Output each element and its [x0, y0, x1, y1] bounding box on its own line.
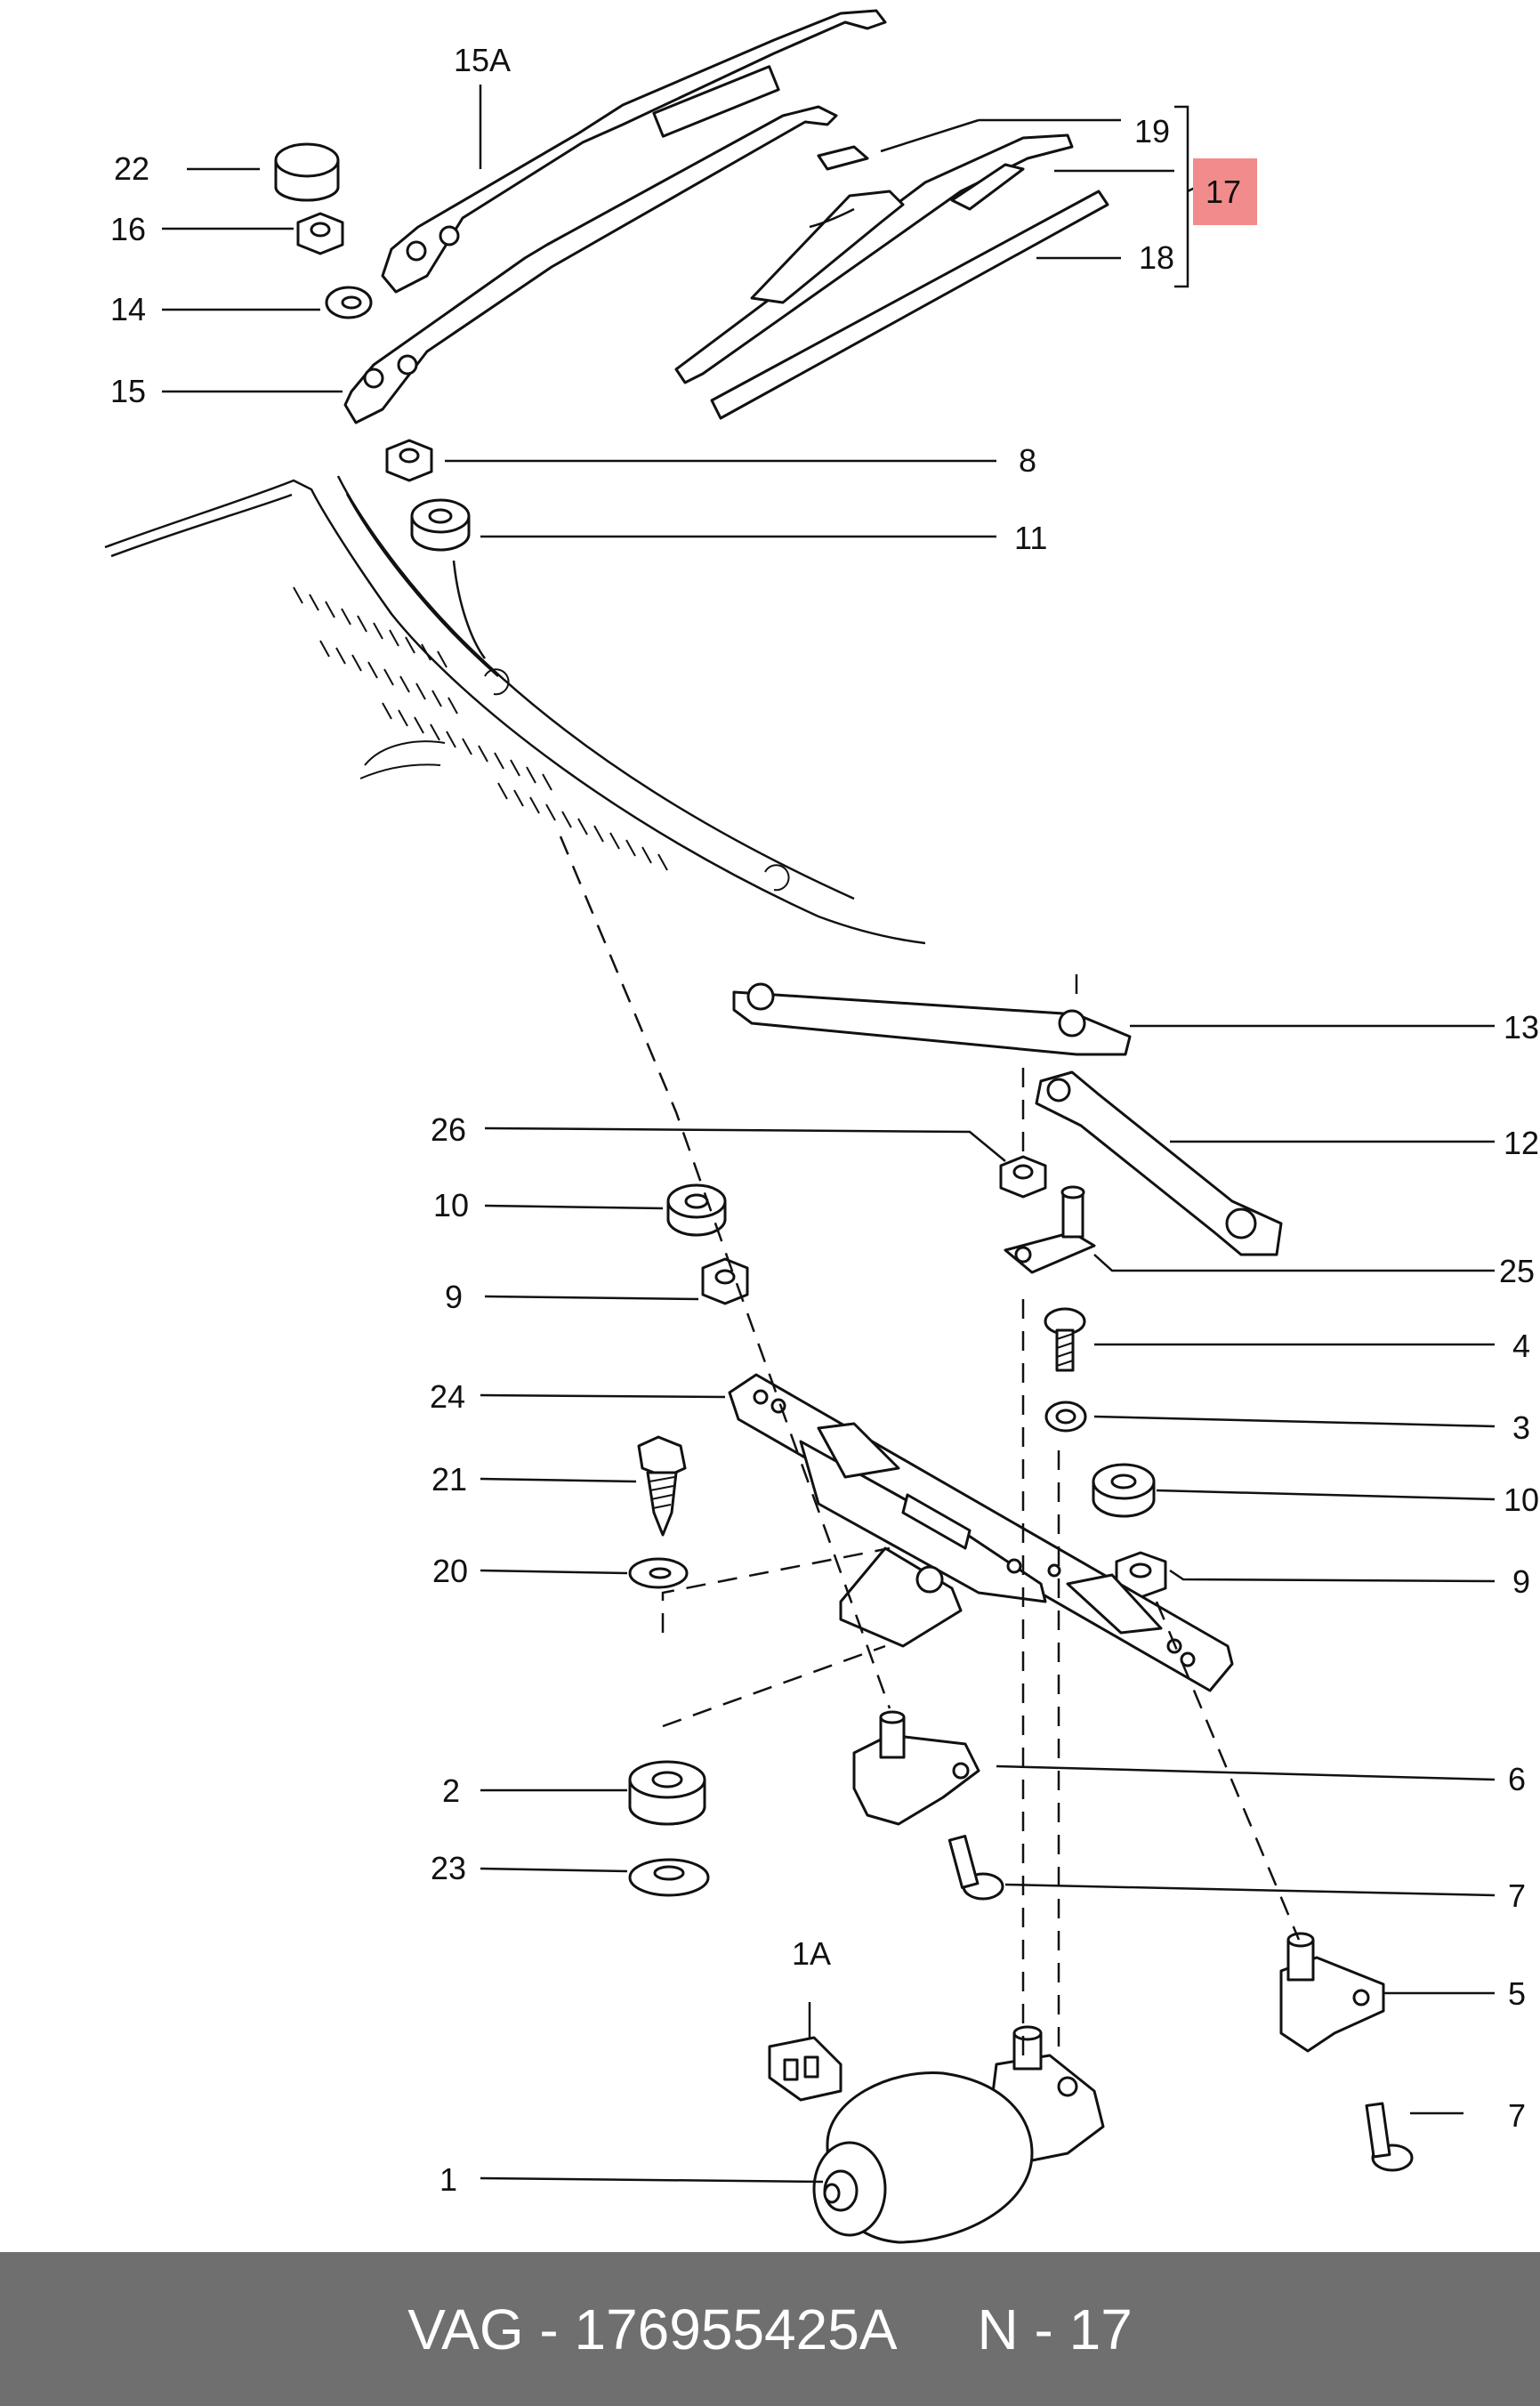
- callout-23: 23: [431, 1850, 466, 1886]
- callout-10b: 10: [1504, 1482, 1539, 1518]
- nut-9-left: [701, 1257, 749, 1305]
- callout-10a: 10: [433, 1187, 469, 1223]
- callout-7a: 7: [1508, 1877, 1526, 1914]
- callout-12: 12: [1504, 1125, 1539, 1161]
- cowl-grille: [293, 586, 668, 871]
- nut-26: [999, 1155, 1047, 1199]
- linkage-13: [732, 982, 1132, 1056]
- footer-part-number: VAG - 176955425A: [407, 2297, 898, 2362]
- callout-17: 17: [1205, 174, 1241, 210]
- callout-1A: 1A: [792, 1935, 831, 1972]
- wiper-arm-15: [343, 105, 838, 424]
- wiper-parts-diagram: 15A 22 16 14 15 19 17 18 8 11 13 26 12 1…: [104, 9, 1539, 2244]
- grommet-11: [410, 498, 471, 552]
- cap-22: [274, 142, 340, 202]
- washer-20: [628, 1557, 689, 1589]
- wiper-arm-15a: [381, 9, 887, 294]
- callout-3: 3: [1512, 1409, 1530, 1446]
- callout-4: 4: [1512, 1328, 1530, 1364]
- spring-washer-3: [1044, 1401, 1087, 1433]
- callout-15: 15: [110, 373, 146, 409]
- blade-clip-19: [817, 145, 869, 171]
- callout-9b: 9: [1512, 1563, 1530, 1600]
- screw-7-lower: [1365, 2102, 1414, 2172]
- callout-9a: 9: [445, 1279, 463, 1315]
- screw-7-upper: [947, 1835, 1004, 1901]
- nut-16: [296, 212, 344, 255]
- linkage-12: [1035, 1070, 1283, 1256]
- callout-7b: 7: [1508, 2097, 1526, 2134]
- callout-11: 11: [1014, 520, 1047, 556]
- footer-bar: VAG - 176955425A N - 17: [0, 2252, 1540, 2406]
- callout-13: 13: [1504, 1009, 1539, 1046]
- callout-8: 8: [1019, 442, 1036, 479]
- callout-19: 19: [1134, 113, 1170, 149]
- callout-16: 16: [110, 211, 146, 247]
- highlight-box-17: [1193, 158, 1257, 225]
- nut-8: [385, 439, 433, 482]
- grommet-10-right: [1092, 1463, 1156, 1518]
- footer-page-ref: N - 17: [977, 2297, 1133, 2362]
- motor-1: [812, 2025, 1105, 2244]
- callout-25: 25: [1499, 1253, 1535, 1289]
- callout-2: 2: [442, 1772, 460, 1809]
- windscreen-cowl: [104, 475, 926, 945]
- pivot-6: [852, 1710, 980, 1826]
- wiper-blade: [674, 133, 1109, 420]
- pivot-plate-25: [1004, 1185, 1096, 1274]
- callout-5: 5: [1508, 1975, 1526, 2012]
- bolt-21: [637, 1435, 687, 1537]
- callout-22: 22: [114, 150, 149, 187]
- screw-4: [1044, 1307, 1086, 1372]
- callout-1: 1: [439, 2161, 457, 2198]
- callout-14: 14: [110, 291, 146, 327]
- callout-labels: 15A 22 16 14 15 19 17 18 8 11 13 26 12 1…: [110, 42, 1539, 2198]
- callout-26: 26: [431, 1111, 466, 1148]
- grommet-2: [628, 1760, 706, 1826]
- washer-23: [628, 1858, 710, 1897]
- leader-lines: [162, 85, 1496, 2184]
- assembly-lines: [452, 207, 1301, 2055]
- connector-1a: [768, 2036, 843, 2102]
- callout-20: 20: [432, 1553, 468, 1589]
- callout-21: 21: [431, 1461, 467, 1498]
- callout-15A: 15A: [454, 42, 511, 78]
- frame-24: [728, 1373, 1234, 1692]
- callout-6: 6: [1508, 1761, 1526, 1797]
- pivot-5: [1279, 1932, 1385, 2053]
- callout-24: 24: [430, 1378, 465, 1415]
- callout-18: 18: [1139, 239, 1174, 276]
- washer-14: [325, 286, 373, 319]
